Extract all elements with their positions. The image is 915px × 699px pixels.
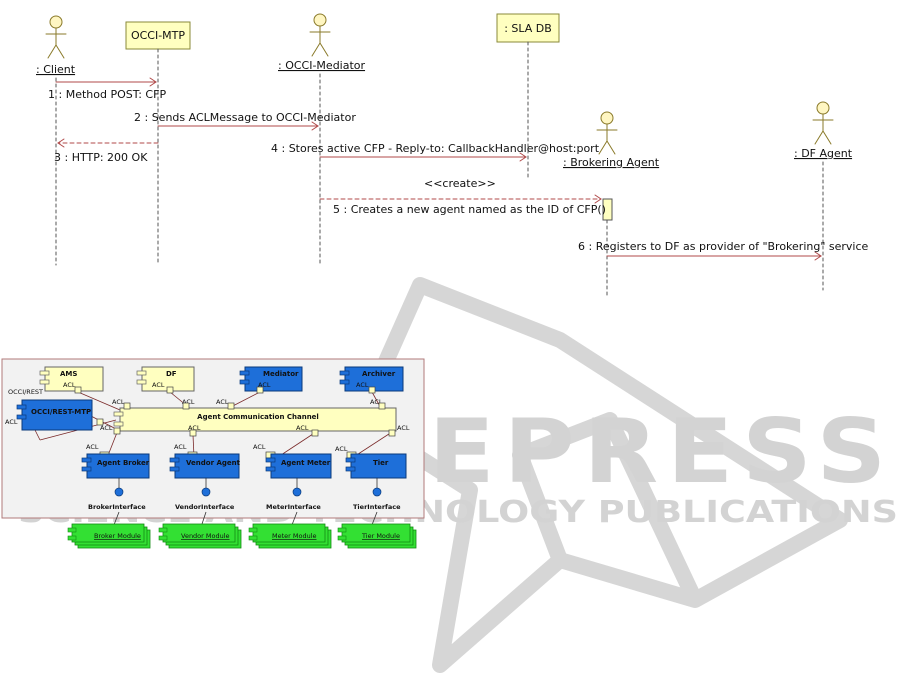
- channel-ports: ACL ACL ACL ACL ACL ACL ACL ACL: [100, 398, 410, 437]
- interface-meter-icon: [292, 487, 302, 497]
- channel-port-7: ACL: [296, 424, 309, 432]
- module-meter: Meter Module: [248, 511, 332, 549]
- message-2: 2 : Sends ACLMessage to OCCI-Mediator: [134, 111, 356, 131]
- participant-mtp-label: OCCI-MTP: [131, 29, 185, 42]
- participant-sladb-box: [496, 13, 560, 43]
- participant-df-label: : DF Agent: [794, 147, 853, 160]
- component-mtp-port-left: ACL: [5, 418, 18, 426]
- interface-tier-icon: [372, 487, 382, 497]
- participant-mediator: : OCCI-Mediator: [278, 13, 366, 266]
- component-ams: AMS ACL: [39, 366, 104, 394]
- component-agent-meter: ACL Agent Meter MeterInterface: [253, 443, 332, 511]
- component-agent-tier: ACL Tier TierInterface: [335, 445, 407, 511]
- message-5-stereotype: <<create>>: [424, 177, 496, 190]
- component-mtp-port-top: OCCI/REST: [8, 388, 43, 396]
- module-vendor: Vendor Module: [158, 511, 242, 549]
- participant-df: : DF Agent: [794, 101, 853, 291]
- component-archiver-label: Archiver: [362, 370, 396, 378]
- component-channel-label: Agent Communication Channel: [197, 413, 319, 421]
- agent-vendor-label: Vendor Agent: [186, 459, 241, 467]
- sequence-diagram: : Client OCCI-MTP : OCCI-Mediator : SLA: [36, 13, 869, 298]
- component-mediator-port: ACL: [258, 381, 271, 389]
- component-archiver: Archiver ACL: [339, 366, 404, 394]
- component-channel: Agent Communication Channel ACL ACL ACL …: [100, 398, 410, 437]
- agent-tier-label: Tier: [373, 459, 389, 467]
- module-meter-label: Meter Module: [272, 532, 317, 540]
- channel-port-8: ACL: [397, 424, 410, 432]
- component-mediator: Mediator ACL: [239, 366, 303, 394]
- watermark-logo-icon: [352, 277, 848, 673]
- participant-sladb-label: : SLA DB: [504, 22, 552, 35]
- participant-sladb: : SLA DB: [496, 13, 560, 181]
- module-broker-label: Broker Module: [94, 532, 141, 540]
- message-5: <<create>> 5 : Creates a new agent named…: [319, 177, 606, 216]
- actor-df-icon: [812, 101, 834, 145]
- module-tier: Tier Module: [337, 511, 417, 549]
- participant-mtp-box: [125, 21, 191, 50]
- component-df: DF ACL: [136, 366, 195, 394]
- agent-meter-port: ACL: [253, 443, 266, 451]
- component-df-port: ACL: [152, 381, 165, 389]
- interface-vendor-label: VendorInterface: [175, 503, 235, 511]
- channel-port-5: ACL: [100, 424, 113, 432]
- agent-vendor-port: ACL: [174, 443, 187, 451]
- interface-broker-icon: [114, 487, 124, 497]
- component-diagram: AMS ACL DF ACL Mediator ACL Archiver ACL: [1, 358, 425, 549]
- message-4-label: 4 : Stores active CFP - Reply-to: Callba…: [271, 142, 600, 155]
- message-3-label: 3 : HTTP: 200 OK: [54, 151, 148, 164]
- participant-mediator-label: : OCCI-Mediator: [278, 59, 366, 72]
- component-agent-vendor: ACL Vendor Agent VendorInterface: [169, 443, 241, 511]
- message-6-label: 6 : Registers to DF as provider of "Brok…: [578, 240, 869, 253]
- channel-port-2: ACL: [182, 398, 195, 406]
- module-vendor-label: Vendor Module: [181, 532, 230, 540]
- modules: Broker Module Vendor Module Meter Module: [67, 511, 417, 549]
- actor-mediator-icon: [309, 13, 331, 57]
- participant-broker-label: : Brokering Agent: [563, 156, 660, 169]
- message-2-label: 2 : Sends ACLMessage to OCCI-Mediator: [134, 111, 356, 124]
- agent-broker-port: ACL: [86, 443, 99, 451]
- message-6: 6 : Registers to DF as provider of "Brok…: [578, 240, 869, 261]
- module-broker: Broker Module: [67, 511, 151, 549]
- message-3: 3 : HTTP: 200 OK: [54, 138, 159, 164]
- participant-client: : Client: [36, 15, 76, 266]
- component-mtp: OCCI/REST OCCI/REST-MTP ACL: [5, 388, 104, 431]
- agent-tier-port: ACL: [335, 445, 348, 453]
- agent-broker-label: Agent Broker: [97, 459, 150, 467]
- channel-port-3: ACL: [216, 398, 229, 406]
- message-1: 1 : Method POST: CFP: [48, 77, 166, 101]
- component-ams-port: ACL: [63, 381, 76, 389]
- actor-client-icon: [45, 15, 67, 59]
- agent-meter-label: Agent Meter: [281, 459, 331, 467]
- component-mtp-label: OCCI/REST-MTP: [31, 408, 91, 416]
- participant-client-label: : Client: [36, 63, 76, 76]
- interface-tier-label: TierInterface: [353, 503, 401, 511]
- message-1-label: 1 : Method POST: CFP: [48, 88, 166, 101]
- message-4: 4 : Stores active CFP - Reply-to: Callba…: [271, 142, 600, 162]
- participant-broker: : Brokering Agent: [563, 111, 660, 298]
- channel-port-6: ACL: [188, 424, 201, 432]
- actor-broker-icon: [596, 111, 618, 155]
- interface-meter-label: MeterInterface: [266, 503, 321, 511]
- component-ams-label: AMS: [60, 370, 77, 378]
- channel-port-1: ACL: [112, 398, 125, 406]
- interface-vendor-icon: [201, 487, 211, 497]
- module-tier-label: Tier Module: [361, 532, 400, 540]
- component-mediator-label: Mediator: [263, 370, 299, 378]
- participant-mtp: OCCI-MTP: [125, 21, 191, 266]
- channel-port-4: ACL: [370, 398, 383, 406]
- message-5-label: 5 : Creates a new agent named as the ID …: [333, 203, 606, 216]
- component-df-label: DF: [166, 370, 177, 378]
- component-agent-broker: ACL Agent Broker BrokerInterface: [81, 443, 150, 511]
- interface-broker-label: BrokerInterface: [88, 503, 146, 511]
- component-archiver-port: ACL: [356, 381, 369, 389]
